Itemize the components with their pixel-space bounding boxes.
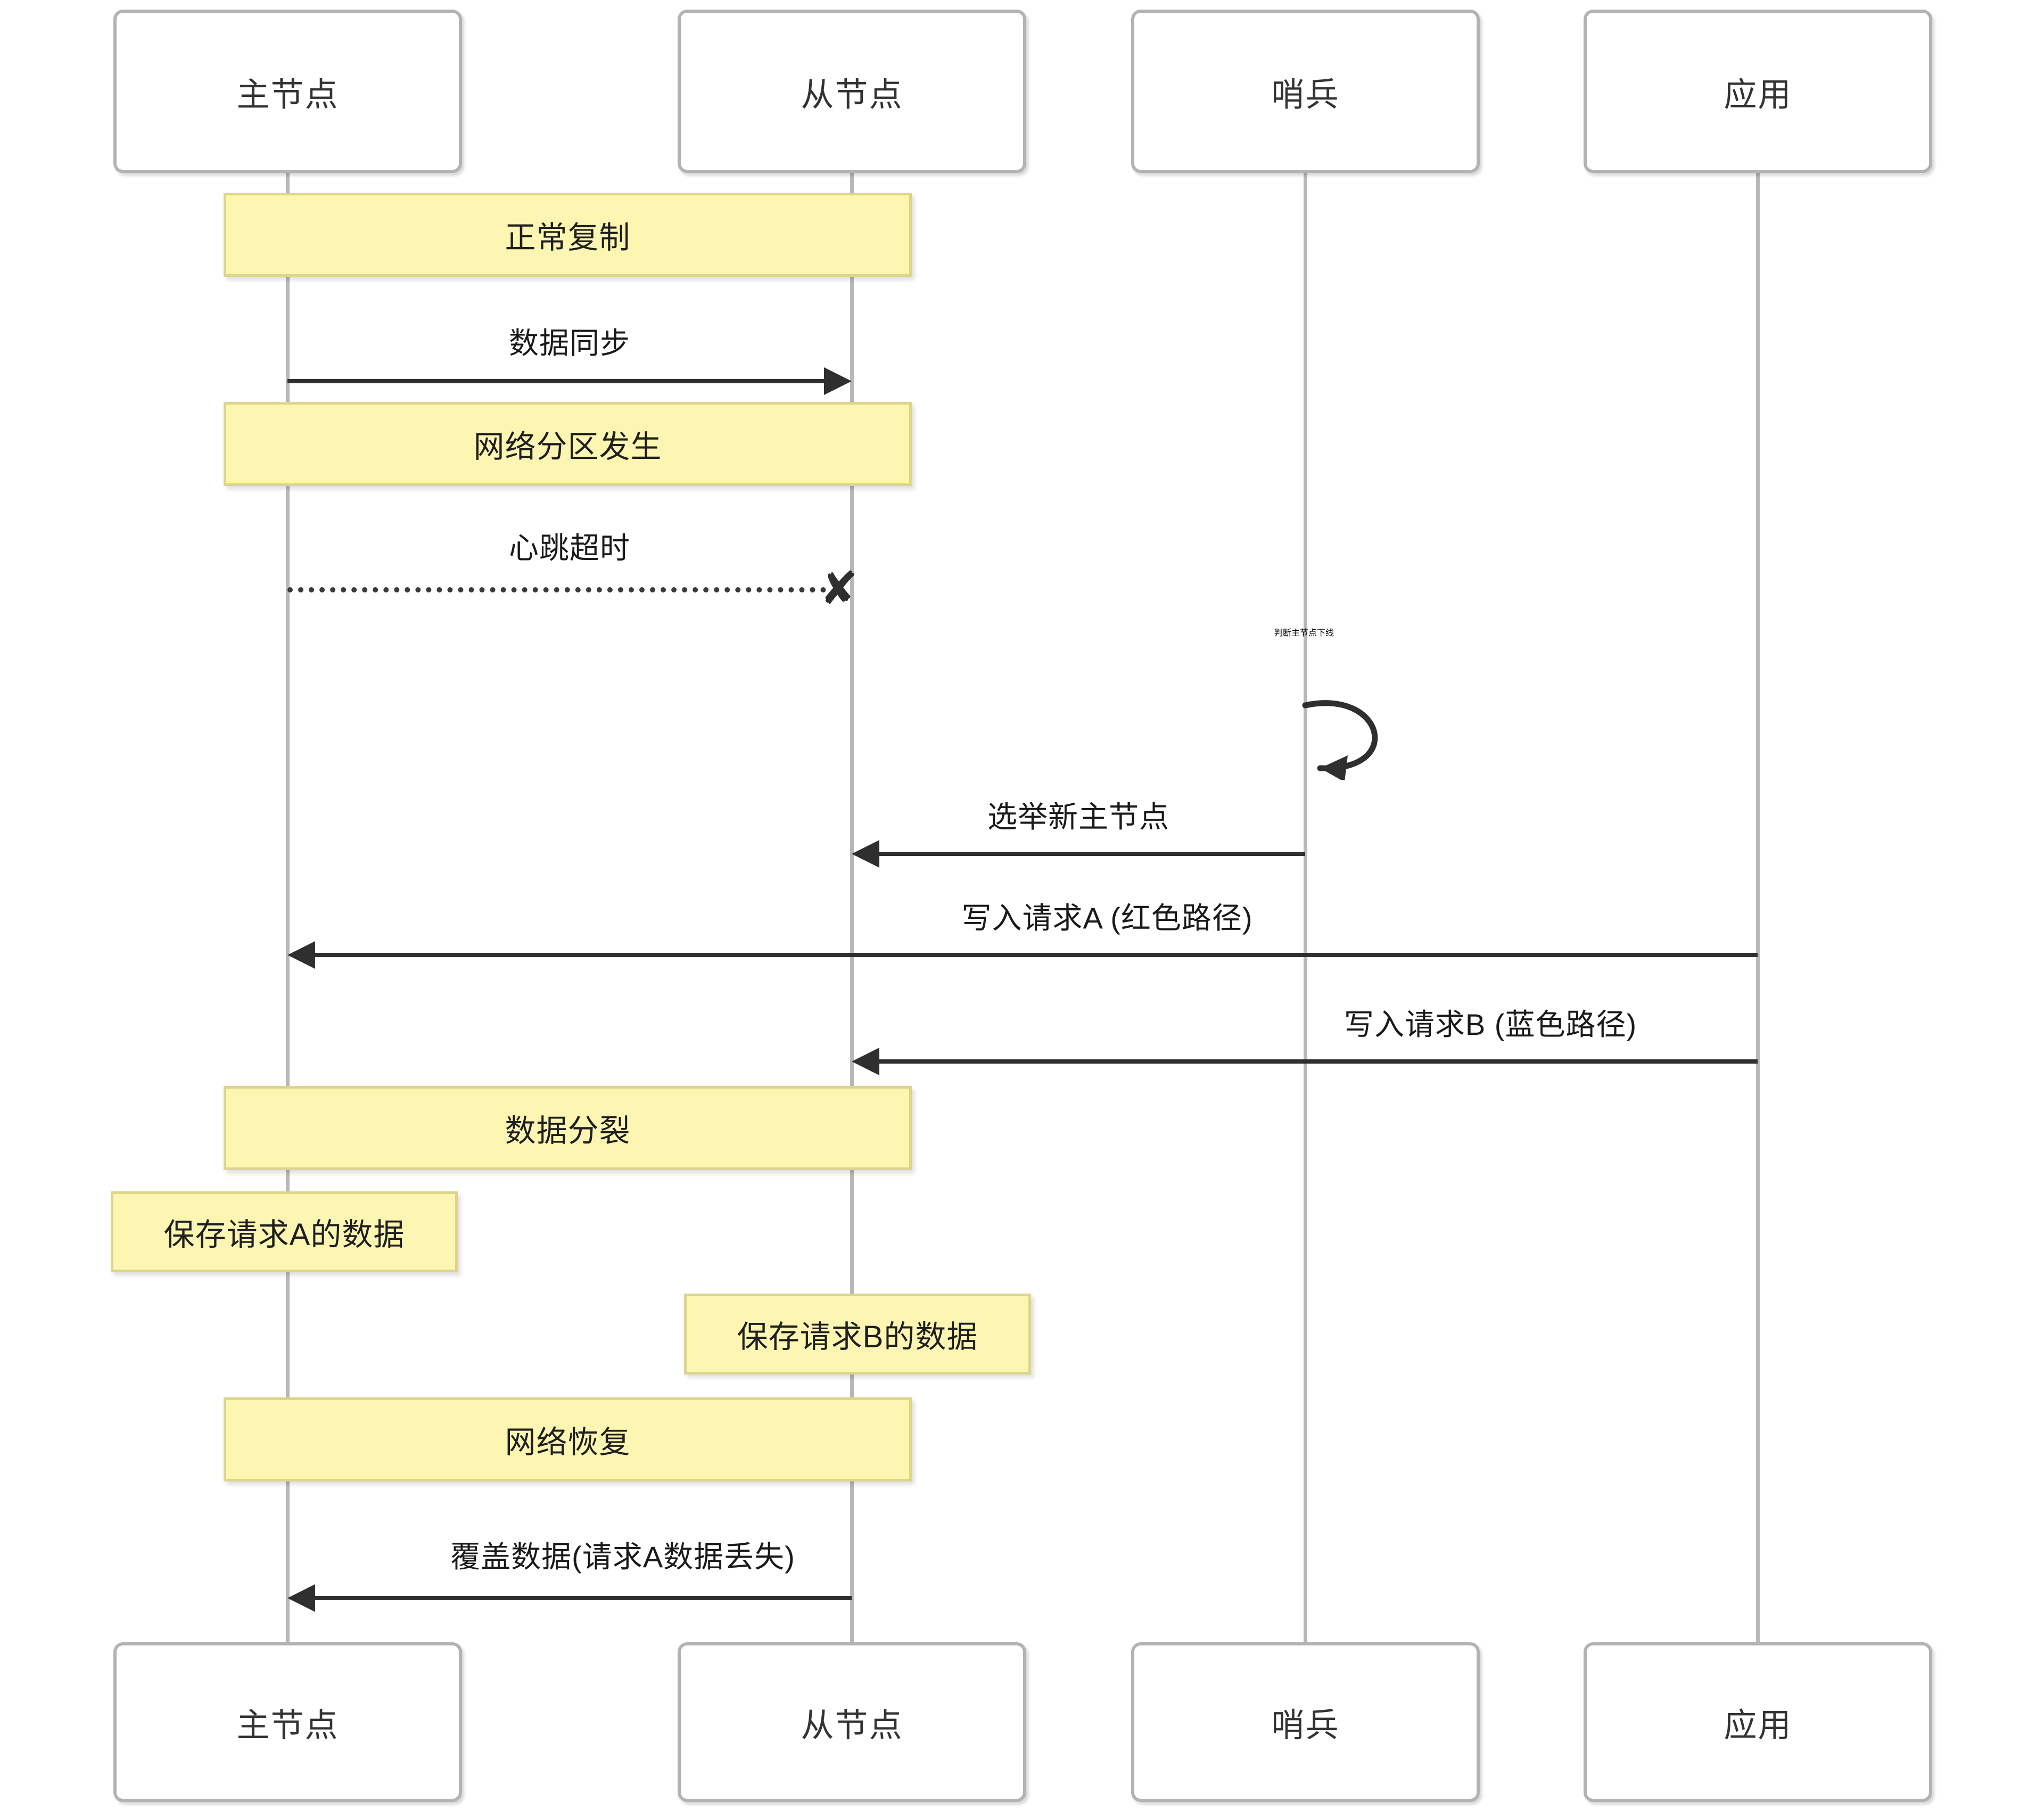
lifeline-replica bbox=[850, 170, 854, 1645]
participant-replica-bottom[interactable]: 从节点 bbox=[678, 1642, 1026, 1802]
participant-app-top[interactable]: 应用 bbox=[1584, 10, 1932, 173]
arrowhead-left-icon bbox=[852, 1048, 879, 1075]
participant-master-bottom[interactable]: 主节点 bbox=[113, 1642, 462, 1802]
message-data-sync[interactable]: 数据同步 bbox=[287, 319, 852, 395]
note-partition-occurs: 网络分区发生 bbox=[224, 402, 912, 486]
message-write-request-a[interactable]: 写入请求A (红色路径) bbox=[287, 894, 1758, 969]
lifeline-master bbox=[286, 170, 290, 1645]
message-line bbox=[315, 953, 1758, 957]
note-network-recovery: 网络恢复 bbox=[224, 1397, 912, 1481]
participant-label: 应用 bbox=[1724, 76, 1792, 113]
note-text: 网络分区发生 bbox=[473, 430, 662, 464]
message-write-request-b[interactable]: 写入请求B (蓝色路径) bbox=[852, 1001, 1758, 1075]
note-text: 保存请求A的数据 bbox=[163, 1217, 405, 1252]
message-label: 判断主节点下线 bbox=[1274, 629, 1334, 638]
message-label: 覆盖数据(请求A数据丢失) bbox=[450, 1540, 795, 1574]
message-overwrite-data[interactable]: 覆盖数据(请求A数据丢失) bbox=[287, 1533, 852, 1612]
participant-sentinel-top[interactable]: 哨兵 bbox=[1131, 10, 1480, 173]
message-label: 心跳超时 bbox=[509, 531, 630, 565]
message-elect-new-master[interactable]: 选举新主节点 bbox=[852, 793, 1305, 868]
message-line bbox=[287, 379, 824, 383]
note-save-request-b: 保存请求B的数据 bbox=[684, 1294, 1031, 1374]
participant-label: 主节点 bbox=[236, 1707, 339, 1744]
message-label: 写入请求B (蓝色路径) bbox=[1344, 1008, 1637, 1041]
participant-label: 从节点 bbox=[801, 76, 903, 113]
participant-label: 哨兵 bbox=[1271, 1707, 1340, 1744]
note-text: 数据分裂 bbox=[505, 1114, 631, 1148]
participant-label: 哨兵 bbox=[1271, 76, 1340, 113]
participant-app-bottom[interactable]: 应用 bbox=[1584, 1642, 1932, 1802]
participant-label: 应用 bbox=[1724, 1707, 1792, 1744]
message-line-dotted bbox=[287, 587, 826, 592]
note-text: 正常复制 bbox=[505, 220, 631, 255]
arrowhead-left-icon bbox=[852, 840, 879, 868]
message-heartbeat-timeout[interactable]: 心跳超时 ✘ bbox=[287, 524, 858, 612]
participant-label: 主节点 bbox=[236, 76, 339, 113]
cross-terminator-icon: ✘ bbox=[820, 563, 859, 614]
lifeline-app bbox=[1756, 170, 1760, 1645]
participant-master-top[interactable]: 主节点 bbox=[113, 10, 462, 173]
participant-replica-top[interactable]: 从节点 bbox=[678, 10, 1026, 173]
note-normal-replication: 正常复制 bbox=[224, 193, 912, 277]
message-label: 写入请求A (红色路径) bbox=[961, 901, 1253, 935]
message-line bbox=[879, 1059, 1758, 1064]
message-judge-master-offline[interactable]: 判断主节点下线 bbox=[1160, 625, 1490, 780]
arrowhead-right-icon bbox=[824, 367, 852, 395]
note-save-request-a: 保存请求A的数据 bbox=[111, 1191, 458, 1272]
message-line bbox=[879, 852, 1305, 856]
note-text: 保存请求B的数据 bbox=[737, 1320, 978, 1354]
note-data-split: 数据分裂 bbox=[224, 1086, 912, 1170]
self-loop-arrow-icon bbox=[1302, 700, 1378, 780]
message-line bbox=[315, 1596, 852, 1600]
arrowhead-left-icon bbox=[287, 941, 315, 969]
message-label: 数据同步 bbox=[509, 326, 630, 360]
arrowhead-left-icon bbox=[287, 1584, 315, 1612]
participant-label: 从节点 bbox=[801, 1707, 903, 1744]
participant-sentinel-bottom[interactable]: 哨兵 bbox=[1131, 1642, 1480, 1802]
note-text: 网络恢复 bbox=[505, 1425, 631, 1460]
message-label: 选举新主节点 bbox=[987, 800, 1169, 834]
lifeline-sentinel bbox=[1304, 170, 1307, 1645]
